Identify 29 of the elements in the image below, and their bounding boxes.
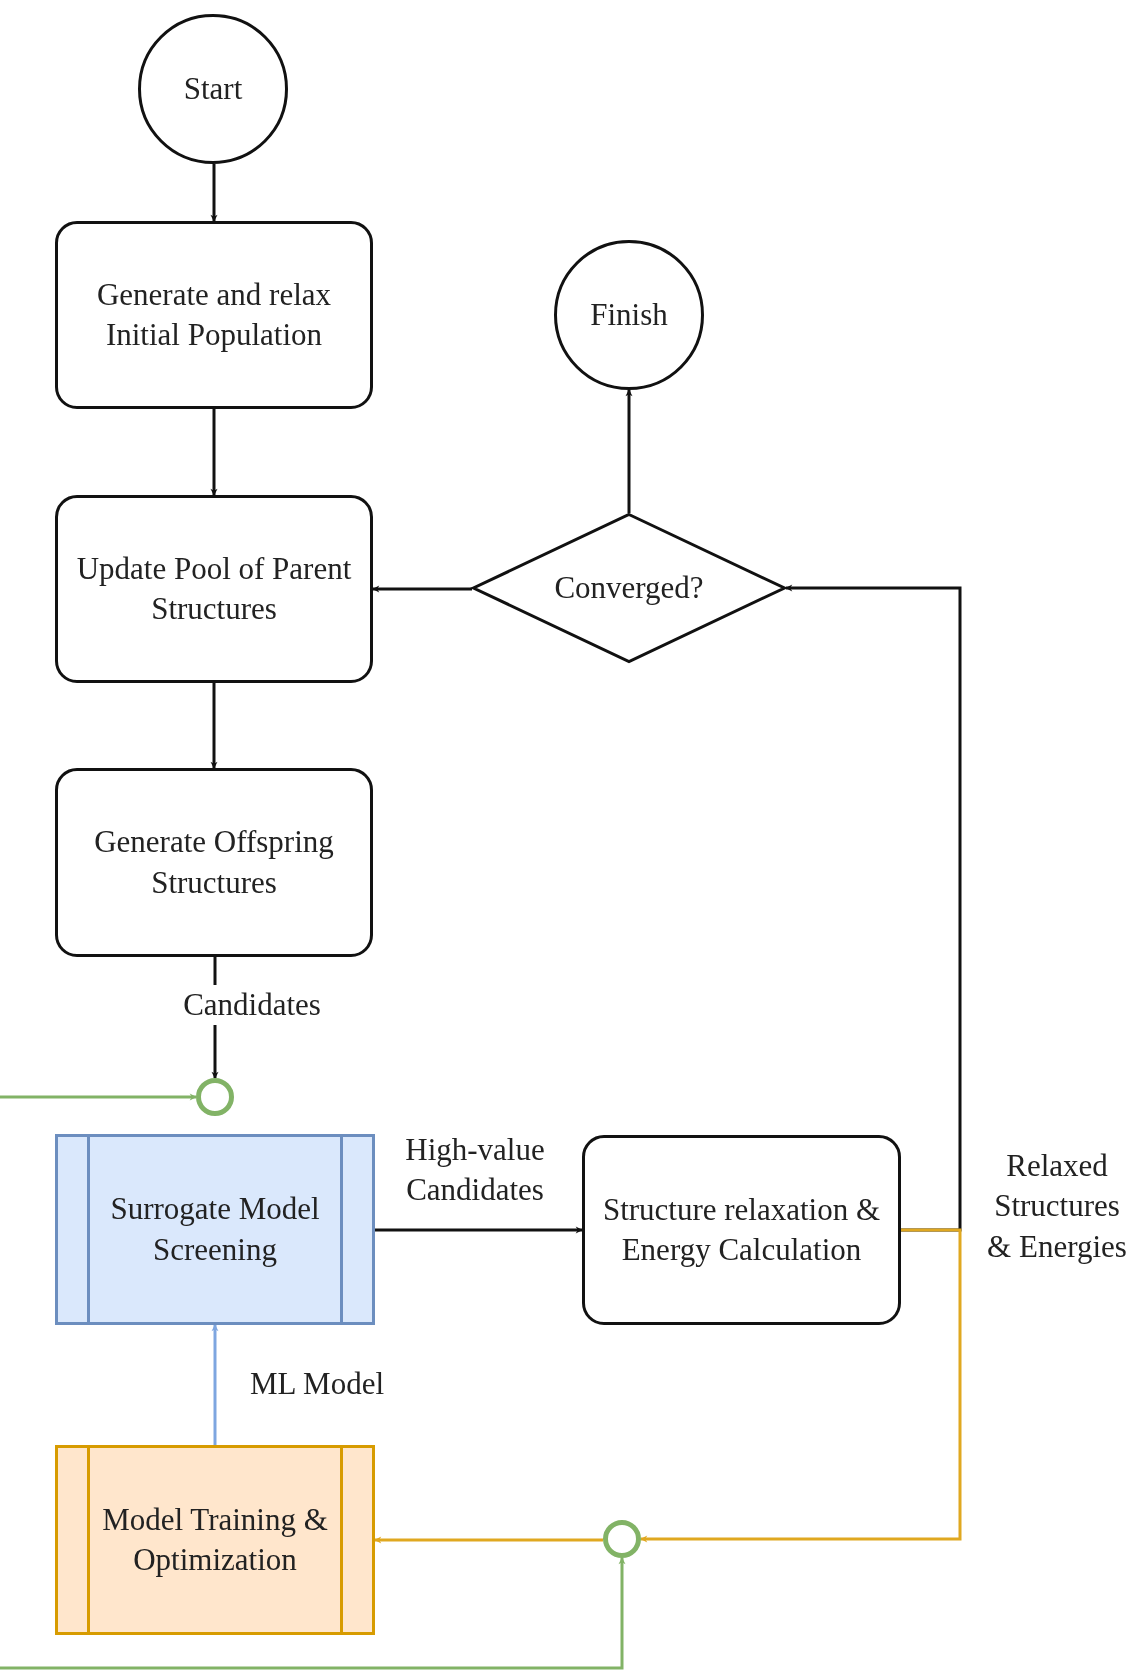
process-box: [55, 768, 373, 957]
node-label: Generate Offspring Structures: [93, 823, 335, 902]
junction-circle: [196, 1078, 234, 1116]
node-label: Model Training & Optimization: [101, 1500, 329, 1579]
process-box: [55, 495, 373, 683]
node-label: Finish: [589, 295, 669, 334]
arrow: [375, 1226, 583, 1234]
node-label: Structure relaxation & Energy Calculation: [601, 1190, 882, 1269]
node-label: Surrogate Model Screening: [109, 1190, 321, 1269]
node-label: Update Pool of Parent Structures: [75, 549, 353, 628]
arrow: [785, 584, 962, 1232]
process-box: [582, 1135, 901, 1325]
subprocess-box: [55, 1134, 375, 1325]
arrow: [625, 389, 633, 513]
arrow: [211, 1324, 219, 1445]
arrow: [210, 683, 218, 769]
arrow: [372, 585, 472, 593]
node-label: Start: [182, 69, 244, 108]
arrow: [374, 1536, 603, 1544]
arrow: [210, 409, 218, 496]
node-label: Generate and relax Initial Population: [95, 275, 333, 354]
arrow: [0, 1093, 197, 1101]
arrow: [640, 1228, 962, 1543]
arrow: [210, 164, 218, 222]
subprocess-box: [55, 1445, 375, 1635]
junction-circle: [603, 1520, 641, 1558]
node-label: Converged?: [553, 568, 705, 607]
process-box: [55, 221, 373, 409]
arrow: [0, 1557, 626, 1670]
